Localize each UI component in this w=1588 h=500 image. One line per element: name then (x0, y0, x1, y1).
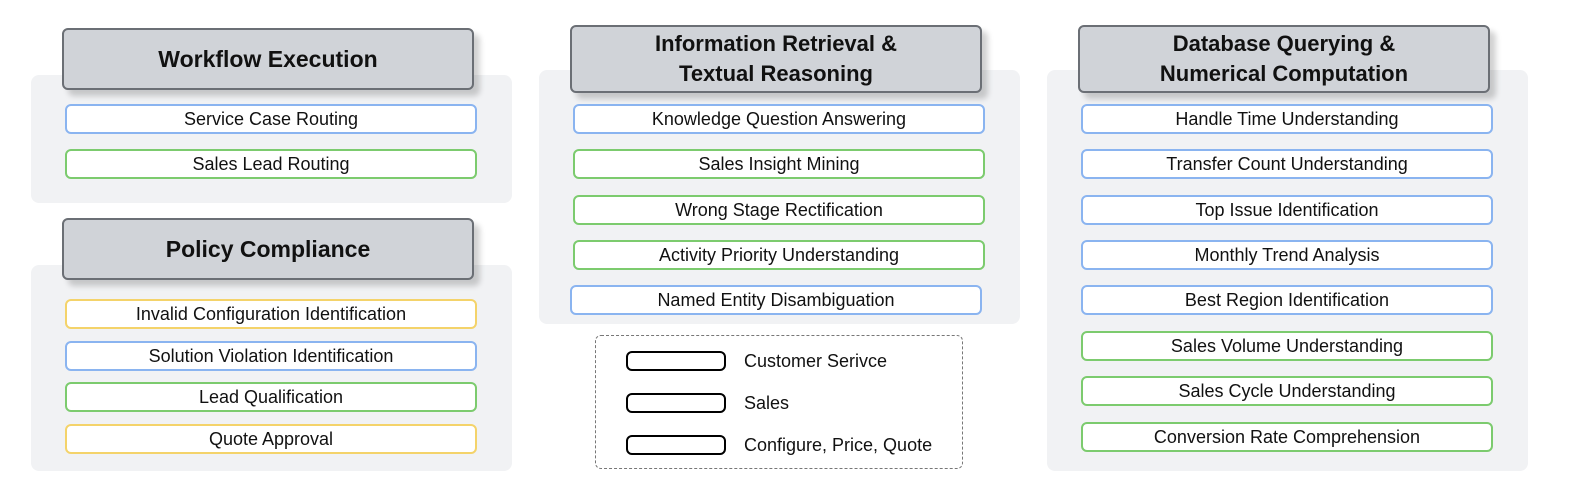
legend-swatch-sales (626, 393, 726, 413)
legend-swatch-cpq (626, 435, 726, 455)
legend-item-cpq: Configure, Price, Quote (626, 433, 932, 457)
task-knowledge-question-answering: Knowledge Question Answering (573, 104, 985, 134)
retrieval-header: Information Retrieval & Textual Reasonin… (570, 25, 982, 93)
legend-item-sales: Sales (626, 391, 789, 415)
database-title-line2: Numerical Computation (1159, 61, 1409, 86)
task-top-issue-identification: Top Issue Identification (1081, 195, 1493, 225)
workflow-panel (31, 75, 512, 203)
database-title-line1: Database Querying & (1172, 31, 1396, 56)
task-invalid-configuration-identification: Invalid Configuration Identification (65, 299, 477, 329)
task-best-region-identification: Best Region Identification (1081, 285, 1493, 315)
task-sales-insight-mining: Sales Insight Mining (573, 149, 985, 179)
legend-swatch-customer-service (626, 351, 726, 371)
workflow-title: Workflow Execution (158, 45, 378, 72)
task-sales-lead-routing: Sales Lead Routing (65, 149, 477, 179)
task-wrong-stage-rectification: Wrong Stage Rectification (573, 195, 985, 225)
task-solution-violation-identification: Solution Violation Identification (65, 341, 477, 371)
task-service-case-routing: Service Case Routing (65, 104, 477, 134)
task-lead-qualification: Lead Qualification (65, 382, 477, 412)
policy-title: Policy Compliance (165, 235, 371, 262)
task-transfer-count-understanding: Transfer Count Understanding (1081, 149, 1493, 179)
legend-label-cpq: Configure, Price, Quote (744, 434, 933, 455)
retrieval-title-line1: Information Retrieval & (654, 31, 898, 56)
task-sales-cycle-understanding: Sales Cycle Understanding (1081, 376, 1493, 406)
task-activity-priority-understanding: Activity Priority Understanding (573, 240, 985, 270)
task-named-entity-disambiguation: Named Entity Disambiguation (570, 285, 982, 315)
legend: Customer Serivce Sales Configure, Price,… (595, 335, 963, 469)
task-monthly-trend-analysis: Monthly Trend Analysis (1081, 240, 1493, 270)
legend-label-sales: Sales (744, 392, 790, 413)
legend-item-customer-service: Customer Serivce (626, 349, 887, 373)
policy-header: Policy Compliance (62, 218, 474, 280)
retrieval-title-line2: Textual Reasoning (679, 61, 873, 86)
task-sales-volume-understanding: Sales Volume Understanding (1081, 331, 1493, 361)
database-header: Database Querying & Numerical Computatio… (1078, 25, 1490, 93)
workflow-header: Workflow Execution (62, 28, 474, 90)
legend-label-customer-service: Customer Serivce (744, 350, 888, 371)
task-conversion-rate-comprehension: Conversion Rate Comprehension (1081, 422, 1493, 452)
task-quote-approval: Quote Approval (65, 424, 477, 454)
task-handle-time-understanding: Handle Time Understanding (1081, 104, 1493, 134)
